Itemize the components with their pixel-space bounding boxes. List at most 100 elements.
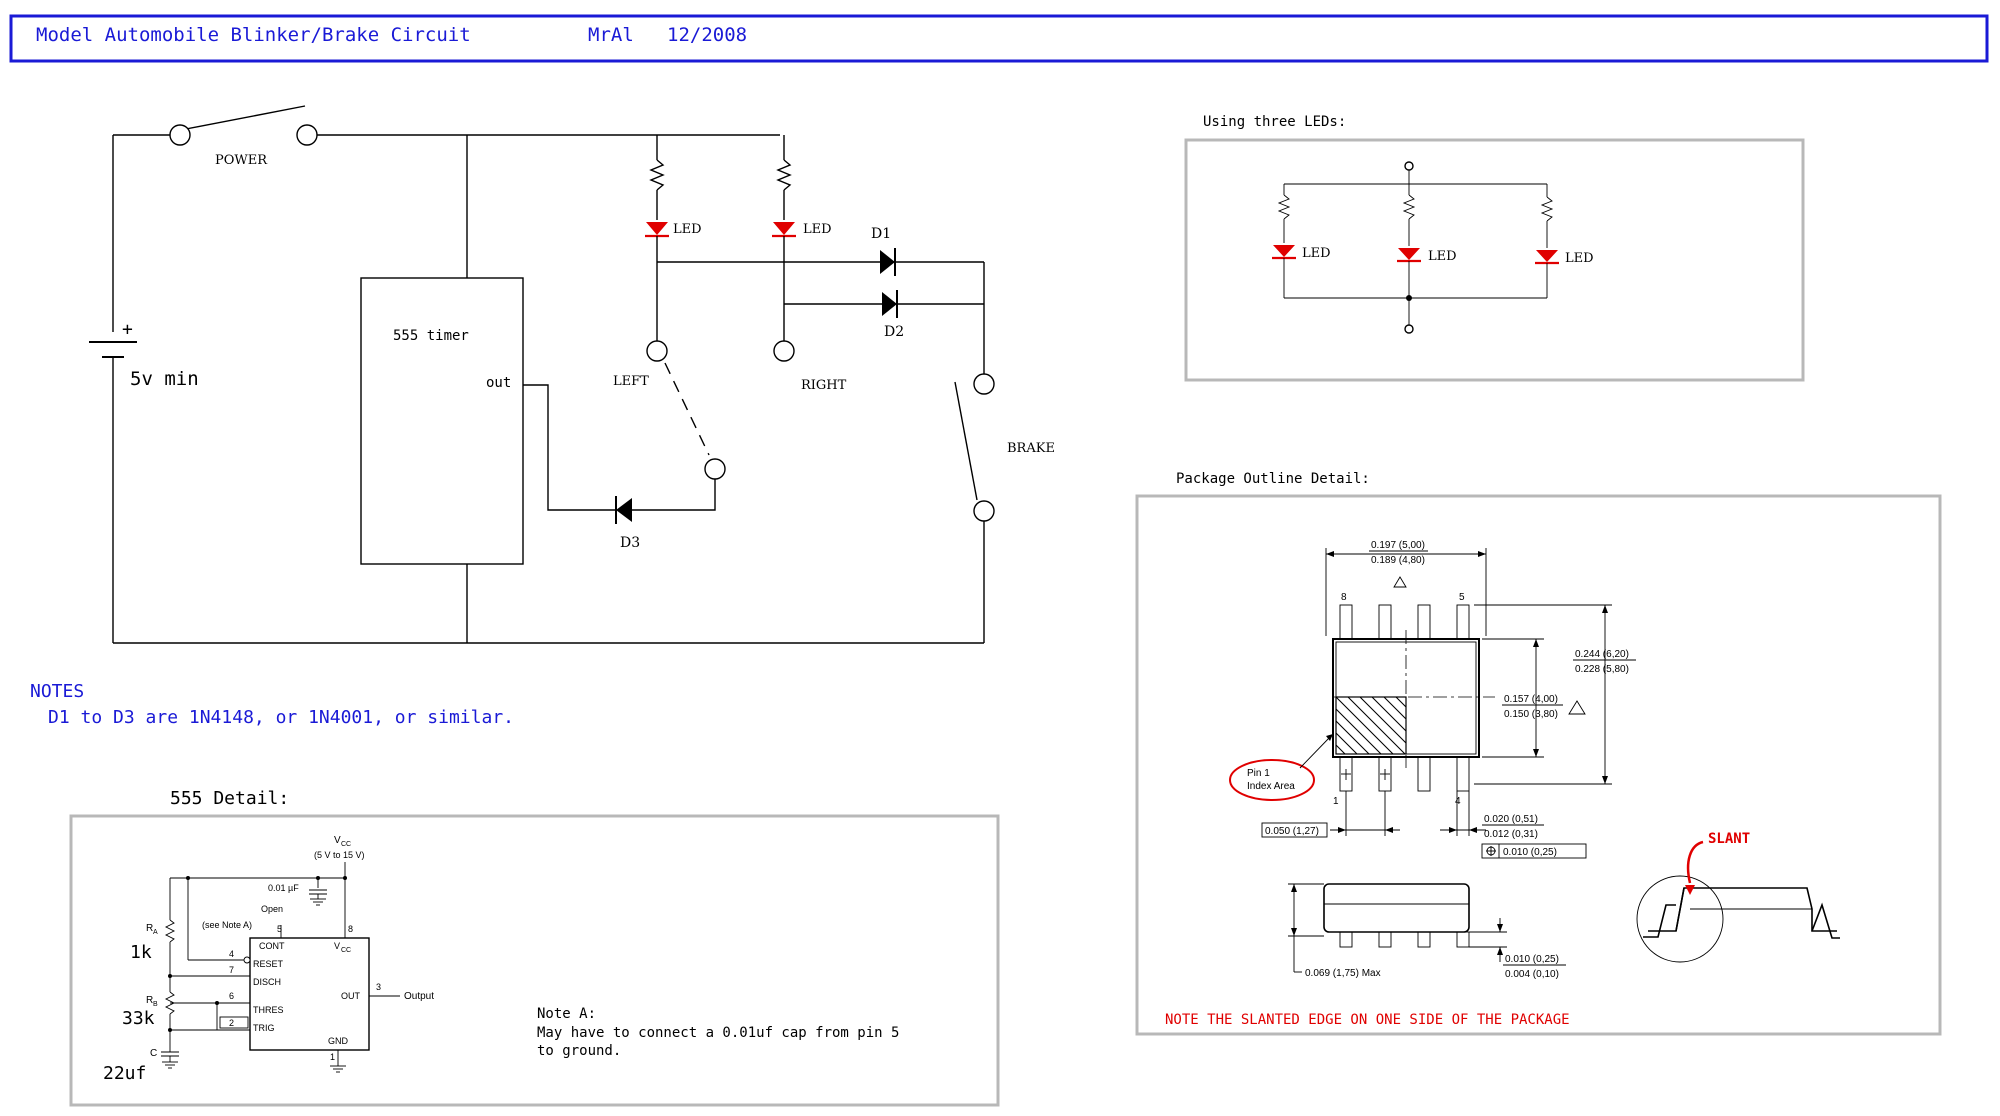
led2-icon	[773, 222, 795, 235]
note-a-line2: to ground.	[537, 1043, 621, 1059]
three-led1-label: LED	[1302, 246, 1331, 261]
ne555-ic	[249, 937, 370, 1051]
pin1-index-callout	[1229, 759, 1315, 801]
pin-vcc-label: V	[334, 941, 340, 951]
dim-width-min: 0.189 (4,80)	[1371, 555, 1425, 566]
left-label: LEFT	[613, 374, 649, 389]
dim-body-max: 0.157 (4,00)	[1504, 694, 1558, 705]
package-side-body	[1323, 883, 1470, 933]
package-top-view: 8 5 1 4 0.197 (5,00) 0.189 (4,80) 0.244 …	[1229, 540, 1636, 859]
three-leds-title: Using three LEDs:	[1203, 114, 1346, 130]
pin-thres-label: THRES	[253, 1005, 284, 1015]
open-label: Open	[261, 904, 283, 914]
pin-gnd-label: GND	[328, 1036, 349, 1046]
three-leds-bottom-node	[1404, 324, 1414, 334]
d1-diode	[880, 250, 895, 274]
d2-diode	[882, 292, 897, 316]
package-end-view: SLANT	[1636, 831, 1840, 963]
bypass-cap-label: 0.01 µF	[268, 883, 299, 893]
output-label: Output	[404, 991, 434, 1002]
ra-label: R	[146, 923, 153, 934]
pin-trig-label: TRIG	[253, 1023, 275, 1033]
three-leds-panel	[1184, 138, 1805, 382]
slant-label: SLANT	[1708, 831, 1750, 847]
pin-out-label: OUT	[341, 991, 361, 1001]
three-leds-circuit: LED LED LED	[1272, 161, 1594, 334]
slant-magnifier	[1636, 875, 1724, 963]
left-switch-common	[704, 458, 726, 480]
brake-label: BRAKE	[1007, 441, 1055, 456]
package-index-area	[1335, 696, 1407, 755]
page-title: Model Automobile Blinker/Brake Circuit	[36, 24, 471, 46]
package-pin-4	[1456, 756, 1470, 792]
right-label: RIGHT	[801, 378, 847, 393]
header-date: 12/2008	[667, 24, 747, 46]
header-frame	[9, 14, 1989, 63]
see-note-label: (see Note A)	[202, 920, 252, 930]
pin3-number: 3	[376, 982, 381, 992]
timer-555-box	[360, 277, 524, 565]
right-switch-contact	[773, 340, 795, 362]
pin8-number: 8	[348, 924, 353, 934]
power-switch-label: POWER	[215, 153, 268, 168]
three-leds-top-node	[1404, 161, 1414, 171]
dim-standoff-max: 0.010 (0,25)	[1505, 954, 1559, 965]
pin-cont-label: CONT	[259, 941, 285, 951]
battery-plus-sign: +	[122, 319, 133, 340]
package-note: NOTE THE SLANTED EDGE ON ONE SIDE OF THE…	[1165, 1012, 1570, 1028]
pin5-number: 5	[277, 924, 282, 934]
dim-lead-tolerance: 0.010 (0,25)	[1503, 847, 1557, 858]
dim-span-min: 0.228 (5,80)	[1575, 664, 1629, 675]
pin7-number: 7	[229, 965, 234, 975]
timer-out-label: out	[486, 375, 511, 391]
pin6-number: 6	[229, 991, 234, 1001]
pin4-number: 4	[229, 949, 234, 959]
brake-switch-arm	[954, 381, 978, 501]
pin5-number: 5	[1459, 592, 1465, 603]
three-led3-icon	[1536, 250, 1558, 262]
package-panel	[1135, 494, 1942, 1036]
d3-diode	[616, 498, 632, 522]
ra-sub: A	[153, 929, 158, 936]
notes-heading: NOTES	[30, 681, 84, 702]
main-circuit: POWER + 5v min 555 timer out D3 LED LEFT	[89, 105, 1055, 644]
power-switch-contact-left	[169, 124, 191, 146]
pin-vcc-sub: CC	[341, 947, 351, 954]
pin8-number: 8	[1341, 592, 1347, 603]
led1-icon	[646, 222, 668, 235]
ra-value: 1k	[130, 942, 152, 963]
notes-line1: D1 to D3 are 1N4148, or 1N4001, or simil…	[48, 707, 514, 728]
tolerance-frame	[1481, 843, 1587, 859]
package-title: Package Outline Detail:	[1176, 471, 1370, 487]
vcc-sub: CC	[341, 841, 351, 848]
brake-switch-contact-bottom	[973, 500, 995, 522]
three-led2-icon	[1398, 248, 1420, 260]
rb-sub: B	[153, 1001, 158, 1008]
left-switch-arm	[664, 362, 710, 456]
rb-value: 33k	[122, 1008, 155, 1029]
dim-lead-max: 0.020 (0,51)	[1484, 814, 1538, 825]
note-a-line1: May have to connect a 0.01uf cap from pi…	[537, 1025, 899, 1041]
rb-label: R	[146, 995, 153, 1006]
pin2-number: 2	[229, 1018, 234, 1028]
timer-555-label: 555 timer	[393, 328, 469, 344]
dim-lead-min: 0.012 (0,31)	[1484, 829, 1538, 840]
package-pin-5	[1456, 604, 1470, 640]
battery-label: 5v min	[130, 368, 199, 390]
pin1-number: 1	[1333, 796, 1339, 807]
note-a-title: Note A:	[537, 1006, 596, 1022]
vcc-range: (5 V to 15 V)	[314, 850, 365, 860]
three-led3-label: LED	[1565, 251, 1594, 266]
vcc-label: V	[334, 835, 341, 846]
c-value: 22uf	[103, 1063, 146, 1084]
d2-label: D2	[884, 324, 904, 340]
pin1-number: 1	[330, 1052, 335, 1062]
header-author: MrAl	[588, 24, 634, 46]
power-switch-contact-right	[296, 124, 318, 146]
c-label: C	[150, 1048, 157, 1059]
index-area-label: Index Area	[1247, 781, 1295, 792]
pin4-number: 4	[1455, 796, 1461, 807]
left-switch-contact	[646, 340, 668, 362]
package-pin-8	[1339, 604, 1353, 640]
